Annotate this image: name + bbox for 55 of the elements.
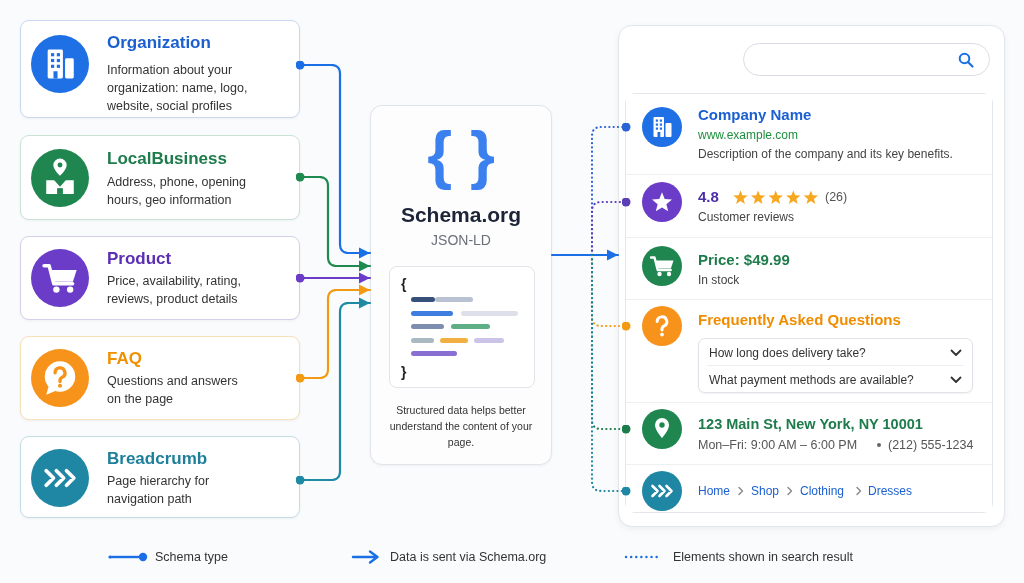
format-label: JSON-LD: [431, 231, 491, 249]
type-title: Breadcrumb: [107, 449, 208, 469]
arrow: [295, 272, 372, 284]
result-title: Company Name: [698, 106, 812, 124]
result-description: Description of the company and its key benefits.: [698, 146, 953, 162]
code-brace: }: [401, 363, 407, 381]
hours-text: Mon–Fri: 9:00 AM – 6:00 PM: [698, 437, 858, 453]
faq-question: What payment methods are available?: [709, 372, 914, 388]
stock-status: In stock: [698, 272, 740, 288]
dotted-connector: [590, 253, 631, 496]
caption-text: Structured data helps better understand the content of your page.: [388, 403, 534, 450]
search-results-panel: [618, 25, 1005, 527]
schema-card: [370, 105, 552, 465]
result-subtitle: Customer reviews: [698, 209, 795, 225]
rating-value: 4.8: [698, 188, 719, 206]
breadcrumb-link: Clothing: [800, 483, 845, 499]
code-brace: {: [401, 275, 407, 293]
legend-text: Data is sent via Schema.org: [390, 549, 547, 565]
type-description: Price, availability, rating, reviews, product details: [107, 273, 242, 308]
review-count: (26): [825, 189, 848, 205]
faq-question: How long does delivery take?: [709, 345, 866, 361]
schema-type-card: [20, 436, 300, 518]
faq-title: Frequently Asked Questions: [698, 311, 901, 329]
breadcrumb-link: Shop: [751, 483, 780, 499]
faq-accordion: [698, 338, 973, 393]
arrow: [295, 297, 372, 485]
result-row: [626, 94, 992, 175]
type-description: Questions and answers on the page: [107, 373, 239, 408]
type-description: Page hierarchy for navigation path: [107, 473, 211, 508]
schema-type-card: [20, 236, 300, 320]
schema-type-card: [20, 135, 300, 220]
results-card: [625, 93, 993, 513]
arrow: [550, 249, 620, 261]
arrow: [295, 60, 372, 259]
address-text: 123 Main St, New York, NY 10001: [698, 415, 923, 433]
arrow: [295, 284, 372, 383]
schema-type-card: [20, 20, 300, 118]
legend-text: Elements shown in search result: [673, 549, 853, 565]
type-title: Organization: [107, 33, 211, 53]
breadcrumb-link: Home: [698, 483, 730, 499]
schema-title: Schema.org: [400, 202, 522, 228]
url-text: www.example.com: [698, 127, 799, 143]
type-description: Address, phone, opening hours, geo information: [107, 174, 247, 209]
code-snippet-box: [389, 266, 535, 388]
type-title: LocalBusiness: [107, 149, 227, 169]
type-description: Information about your organization: name, logo, website, social profiles: [107, 62, 249, 115]
type-title: Product: [107, 249, 172, 269]
phone-text: (212) 555-1234: [888, 437, 974, 453]
price-title: Price: $49.99: [698, 251, 790, 269]
legend-text: Schema type: [155, 549, 228, 565]
breadcrumb-link: Dresses: [868, 483, 912, 499]
schema-type-card: [20, 336, 300, 420]
arrow: [295, 172, 372, 272]
type-title: FAQ: [107, 349, 142, 369]
braces-symbol: { }: [427, 122, 495, 188]
